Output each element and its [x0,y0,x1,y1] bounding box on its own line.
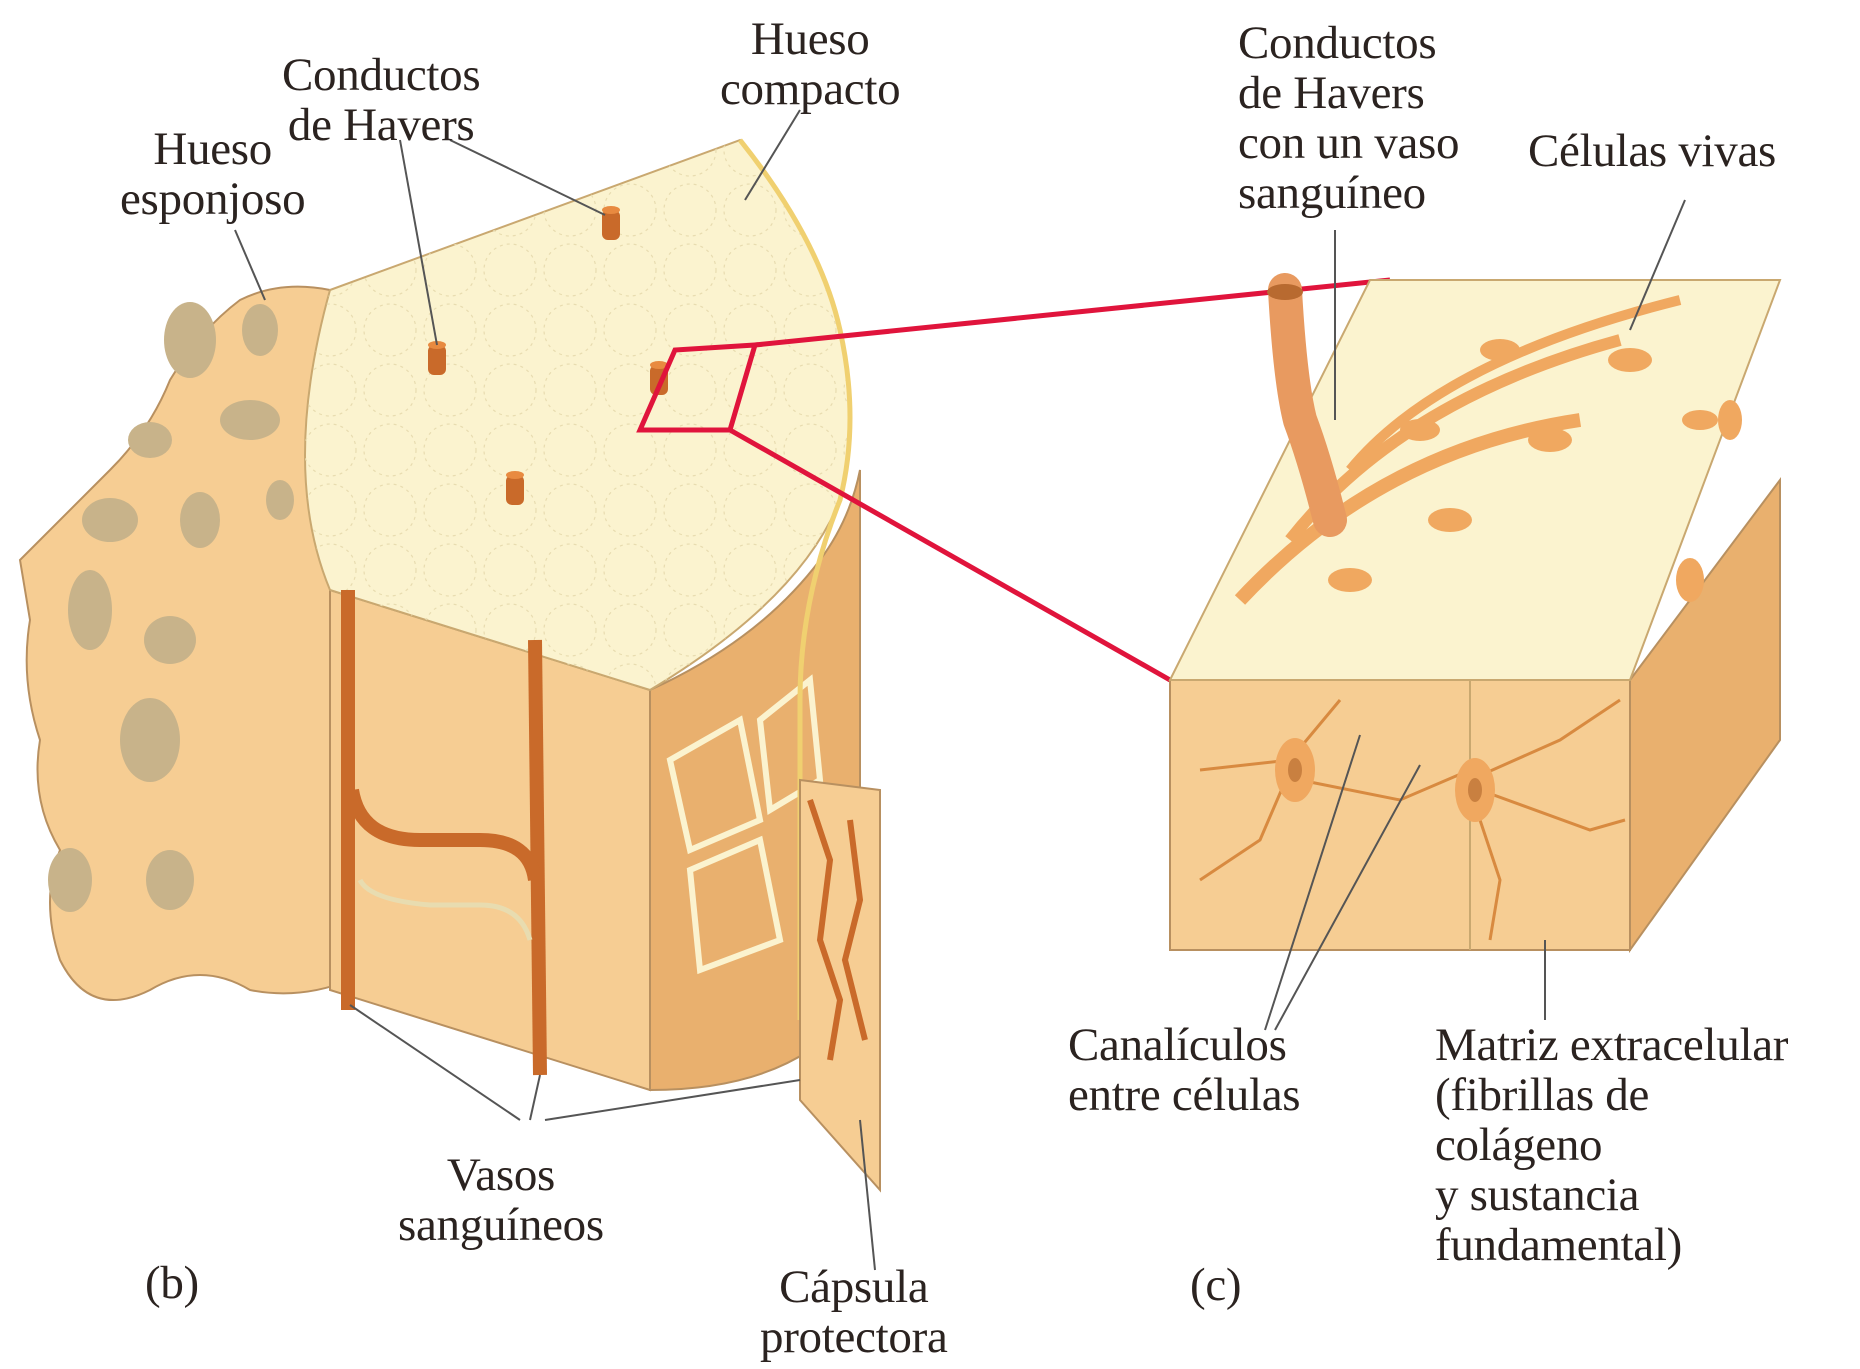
label-line: Hueso [720,14,900,64]
label-matriz-extracelular: Matriz extracelular (fibrillas de coláge… [1435,1020,1788,1270]
label-line: Vasos [398,1150,604,1200]
label-line: con un vaso [1238,118,1459,168]
label-line: protectora [760,1312,948,1362]
label-celulas-vivas: Células vivas [1528,126,1776,176]
label-line: sanguíneo [1238,168,1459,218]
label-line: Células vivas [1528,126,1776,176]
label-line: fundamental) [1435,1220,1788,1270]
label-line: (fibrillas de [1435,1070,1788,1120]
label-vasos-sanguineos: Vasos sanguíneos [398,1150,604,1250]
label-line: y sustancia [1435,1170,1788,1220]
label-canaliculos: Canalículos entre células [1068,1020,1300,1120]
label-conductos-havers: Conductos de Havers [282,50,480,150]
label-line: Conductos [1238,18,1459,68]
capsule-flap [800,780,880,1190]
spongy-bone [20,287,350,1000]
label-line: compacto [720,64,900,114]
tissue-front-face [1170,680,1630,950]
label-hueso-esponjoso: Hueso esponjoso [120,124,305,224]
label-conductos-havers-vaso: Conductos de Havers con un vaso sanguíne… [1238,18,1459,218]
label-line: entre células [1068,1070,1300,1120]
label-line: colágeno [1435,1120,1788,1170]
label-line: de Havers [282,100,480,150]
panel-b-tag: (b) [145,1258,199,1308]
label-line: Matriz extracelular [1435,1020,1788,1070]
label-capsula-protectora: Cápsula protectora [760,1262,948,1362]
label-line: Canalículos [1068,1020,1300,1070]
label-line: Cápsula [760,1262,948,1312]
panel-c-tissue-block [1170,280,1780,950]
label-hueso-compacto: Hueso compacto [720,14,900,114]
label-line: Hueso [120,124,305,174]
label-line: sanguíneos [398,1200,604,1250]
label-line: Conductos [282,50,480,100]
panel-b-bone-block [20,140,880,1190]
panel-c-tag: (c) [1190,1260,1241,1310]
label-line: esponjoso [120,174,305,224]
label-line: de Havers [1238,68,1459,118]
